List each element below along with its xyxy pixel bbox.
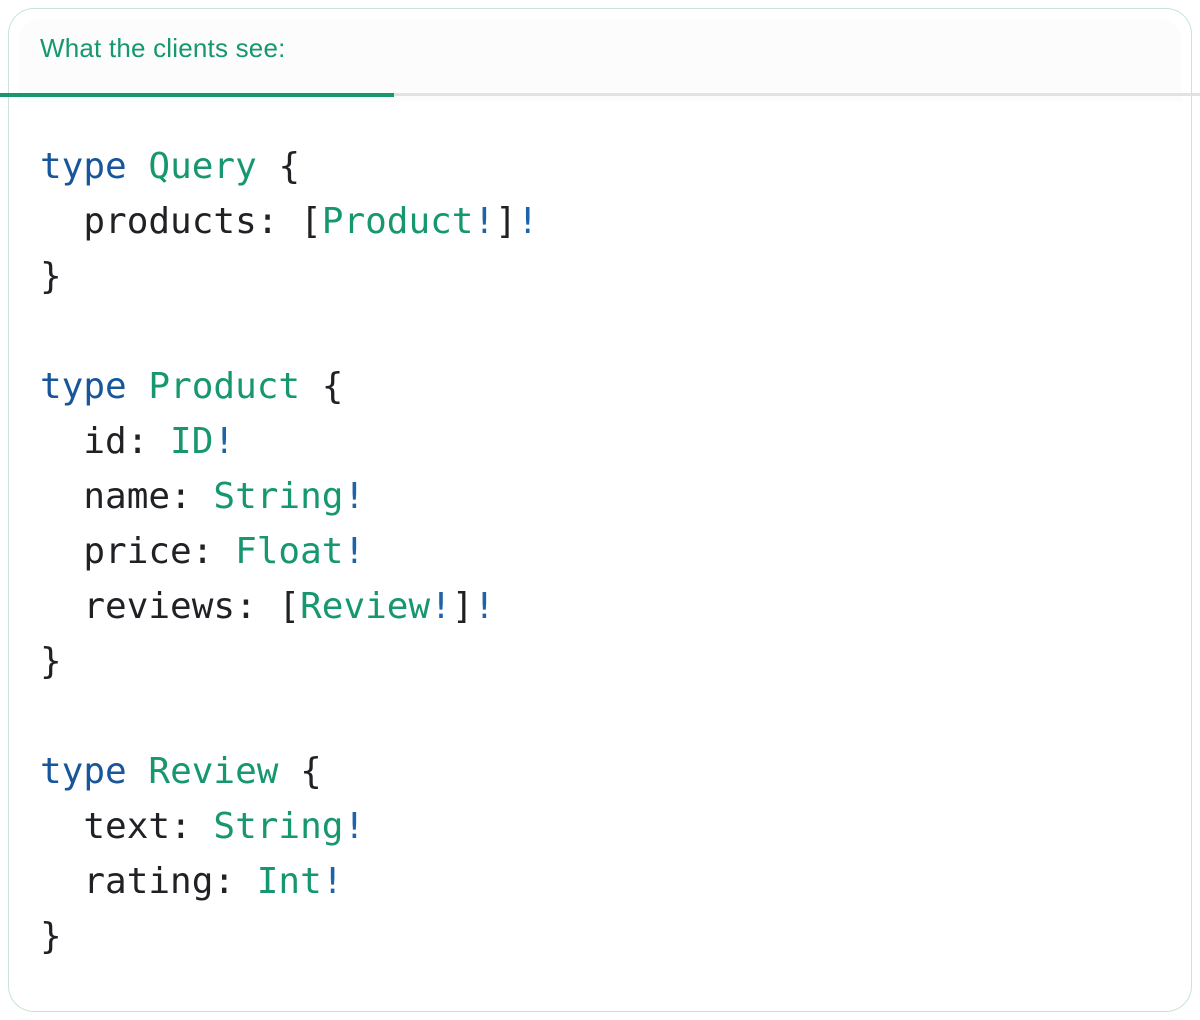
code-token-bg: ! [473,201,496,242]
code-token-ty: ID [170,421,214,462]
tab-bar-divider [0,93,1200,97]
code-token-bg: ! [473,586,496,627]
code-token-pl: } [40,916,62,957]
code-token-ty: Float [235,531,344,572]
code-token-bg: ! [343,476,366,517]
code-token-pl: { [256,146,301,187]
code-line [40,689,1180,744]
code-token-pl: name: [40,476,214,517]
code-line: name: String! [40,469,1180,524]
code-token-pl: ] [495,201,517,242]
code-token-bg: ! [321,861,344,902]
code-token-kw: type [40,146,127,187]
active-tab-underline [0,93,394,97]
tab-bar [18,18,1182,102]
code-token-pl: products: [ [40,201,322,242]
code-token-ty: String [213,476,344,517]
code-token-pl [127,366,149,407]
code-token-pl: ] [451,586,474,627]
code-line: type Review { [40,744,1180,799]
divider-line [394,93,1200,96]
code-token-pl [127,751,149,792]
code-token-ty: Review [148,751,279,792]
code-token-ty: Int [256,861,322,902]
code-token-ty: String [213,806,344,847]
code-token-bg: ! [430,586,452,627]
code-line: } [40,249,1180,304]
code-line: } [40,634,1180,689]
code-token-bg: ! [343,531,366,572]
code-line: products: [Product!]! [40,194,1180,249]
code-token-pl: } [40,256,62,297]
code-token-bg: ! [343,806,366,847]
code-token-pl: rating: [40,861,257,902]
code-token-bg: ! [516,201,539,242]
code-token-pl: { [278,751,322,792]
graphql-schema-code: type Query { products: [Product!]!} type… [40,139,1180,964]
code-token-kw: type [40,366,127,407]
code-token-pl: } [40,641,62,682]
code-line: type Query { [40,139,1180,194]
code-line: rating: Int! [40,854,1180,909]
code-token-pl: price: [40,531,236,572]
tab-what-clients-see[interactable]: What the clients see: [40,33,286,63]
code-token-pl [127,146,149,187]
code-token-pl: text: [40,806,214,847]
code-line: type Product { [40,359,1180,414]
code-token-ty: Product [148,366,301,407]
code-token-ty: Review [300,586,431,627]
code-token-pl: { [300,366,344,407]
code-line: text: String! [40,799,1180,854]
code-token-kw: type [40,751,127,792]
code-token-bg: ! [213,421,236,462]
code-line [40,304,1180,359]
code-line: } [40,909,1180,964]
code-token-ty: Product [321,201,474,242]
code-panel-card [8,8,1192,1012]
code-line: price: Float! [40,524,1180,579]
code-token-pl: id: [40,421,171,462]
code-line: id: ID! [40,414,1180,469]
code-line: reviews: [Review!]! [40,579,1180,634]
code-token-ty: Query [148,146,257,187]
code-token-pl: reviews: [ [40,586,301,627]
